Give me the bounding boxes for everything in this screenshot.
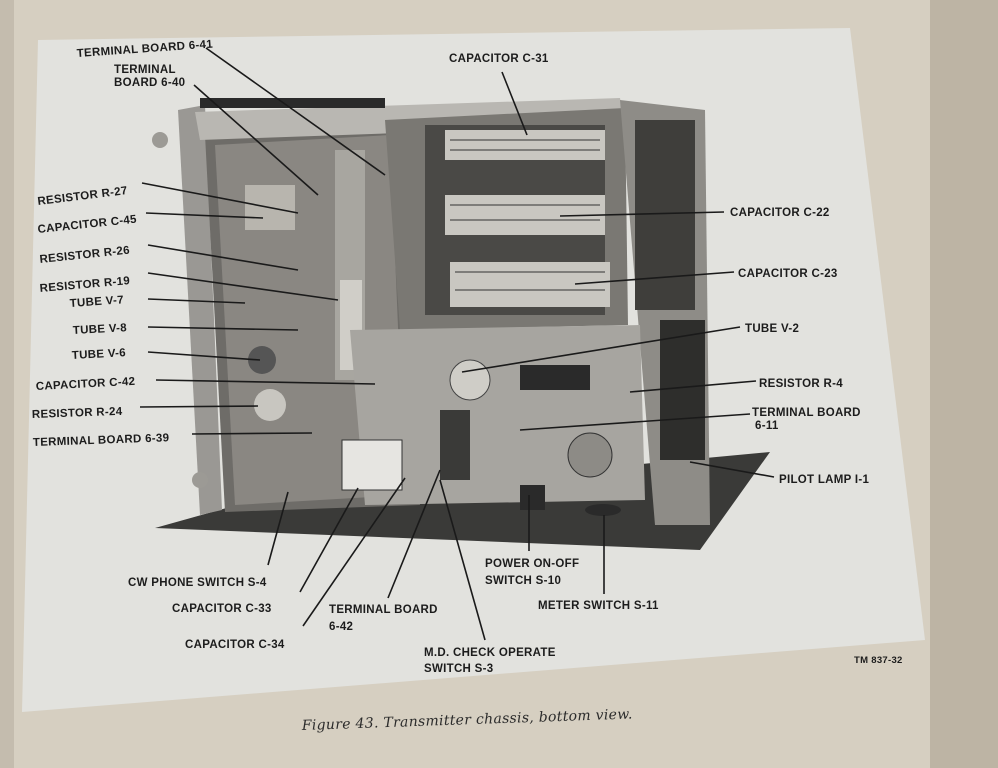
plate-number: TM 837-32 bbox=[854, 655, 903, 666]
label-md-check-switch-s3-line1: M.D. CHECK OPERATE bbox=[424, 647, 556, 659]
label-terminal-board-6-39: TERMINAL BOARD 6-39 bbox=[33, 432, 170, 449]
label-capacitor-c34: CAPACITOR C-34 bbox=[185, 639, 285, 651]
label-capacitor-c22: CAPACITOR C-22 bbox=[730, 207, 830, 219]
label-tube-v2: TUBE V-2 bbox=[745, 323, 799, 335]
label-tube-v8: TUBE V-8 bbox=[73, 322, 128, 337]
label-power-switch-s10-line1: POWER ON-OFF bbox=[485, 558, 579, 570]
label-capacitor-c31: CAPACITOR C-31 bbox=[449, 53, 549, 65]
label-meter-switch-s11: METER SWITCH S-11 bbox=[538, 600, 659, 612]
label-capacitor-c23: CAPACITOR C-23 bbox=[738, 268, 838, 280]
label-terminal-board-6-42-line2: 6-42 bbox=[329, 621, 353, 633]
leader-lines bbox=[139, 47, 775, 641]
label-pilot-lamp-i1: PILOT LAMP I-1 bbox=[779, 474, 870, 486]
chassis-illustration bbox=[152, 98, 770, 550]
label-power-switch-s10-line2: SWITCH S-10 bbox=[485, 575, 561, 587]
label-terminal-board-6-11-line1: TERMINAL BOARD bbox=[752, 407, 861, 419]
label-terminal-board-6-42-line1: TERMINAL BOARD bbox=[329, 604, 438, 616]
book-gutter bbox=[0, 0, 14, 768]
label-capacitor-c33: CAPACITOR C-33 bbox=[172, 603, 272, 615]
capacitor-c33-body bbox=[341, 439, 403, 491]
label-terminal-board-6-11-line2: 6-11 bbox=[755, 420, 779, 432]
label-resistor-r24: RESISTOR R-24 bbox=[32, 406, 123, 421]
label-capacitor-c42: CAPACITOR C-42 bbox=[36, 376, 136, 393]
label-tube-v6: TUBE V-6 bbox=[72, 347, 127, 362]
label-tube-v7: TUBE V-7 bbox=[69, 294, 124, 310]
left-rail bbox=[178, 105, 222, 515]
label-cw-phone-switch-s4: CW PHONE SWITCH S-4 bbox=[128, 577, 267, 589]
callout-labels: TERMINAL BOARD 6-41 TERMINAL BOARD 6-40 … bbox=[32, 38, 903, 675]
book-edge bbox=[930, 0, 998, 768]
label-terminal-board-6-40-line1: TERMINAL bbox=[114, 64, 176, 76]
label-md-check-switch-s3-line2: SWITCH S-3 bbox=[424, 663, 493, 675]
label-terminal-board-6-40-line2: BOARD 6-40 bbox=[114, 77, 185, 89]
label-resistor-r4: RESISTOR R-4 bbox=[759, 378, 843, 390]
